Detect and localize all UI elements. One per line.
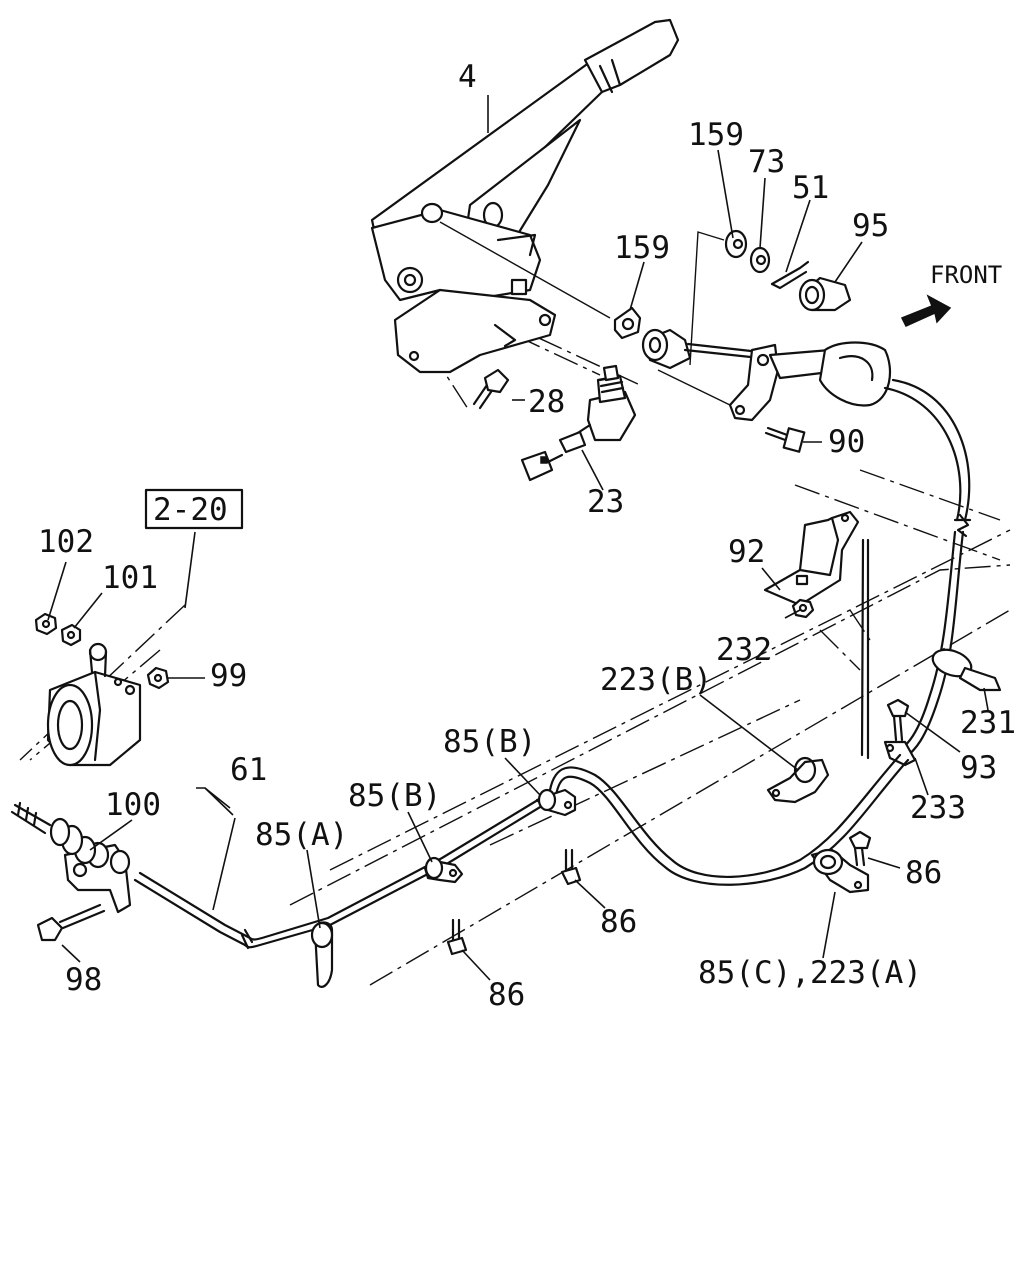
bolt-98 [36,903,106,942]
washer-73 [749,246,771,274]
label-ref-2-20: 2-20 [153,492,228,528]
label-86-center: 86 [600,904,637,940]
label-99: 99 [210,658,247,694]
label-102: 102 [38,524,94,560]
label-85b-lower: 85(B) [348,778,441,814]
bolt-93 [886,698,910,742]
cable-61 [133,871,254,950]
label-93: 93 [960,750,997,786]
rear-brake-cable-right [883,378,972,760]
label-159-lower: 159 [614,230,670,266]
label-86-left: 86 [488,977,525,1013]
band-clamp-231 [931,648,1002,692]
equalizer-bracket [683,341,892,422]
clamp-223b [766,756,830,804]
label-231: 231 [960,705,1016,741]
label-98: 98 [65,962,102,998]
nut-232 [791,598,815,619]
bracket-92 [763,510,860,607]
bolt-28 [472,368,510,410]
nut-102 [34,612,58,636]
front-label: FRONT [930,261,1002,289]
cotter-pin-51 [770,260,810,290]
label-61: 61 [230,752,267,788]
label-23: 23 [587,484,624,520]
clip-233 [860,538,917,767]
label-85a: 85(A) [255,817,348,853]
front-direction-arrow [900,294,952,327]
label-85c-223a: 85(C),223(A) [698,955,922,991]
label-233: 233 [910,790,966,826]
washer-159-upper [724,229,748,259]
clamp-85c-223a [810,848,870,894]
label-100: 100 [105,787,161,823]
label-51: 51 [792,170,829,206]
pin-group-leader [689,231,725,366]
label-95: 95 [852,208,889,244]
clamp-85b-upper [535,788,577,817]
label-223b: 223(B) [600,662,712,698]
bolt-86-right [848,830,872,867]
nut-101 [60,623,82,647]
part-labels: 4 159 73 51 95 159 FRONT 28 90 23 2-20 1… [38,59,1016,1013]
rear-brake-actuator [46,642,142,767]
bolt-86-left [446,918,468,956]
label-90: 90 [828,424,865,460]
bushing-axis-line [657,369,731,406]
brake-switch-23 [520,364,637,482]
leader-lines [47,95,989,981]
clamp-85a [310,921,334,988]
cable-end-100 [10,801,132,914]
bolt-86-center [560,848,582,886]
label-73: 73 [748,144,785,180]
label-86-right: 86 [905,855,942,891]
clevis-pin-95 [798,276,852,312]
nut-99 [146,666,170,690]
label-101: 101 [102,560,158,596]
cable-bushing [641,328,692,370]
clamp-85b-lower [423,856,464,884]
label-232: 232 [716,632,772,668]
ref-box [144,488,244,530]
parking-brake-lever [370,18,680,374]
washer-159-lower [613,306,642,340]
bolt-90 [764,426,806,453]
label-159-upper: 159 [688,117,744,153]
label-4: 4 [458,59,477,95]
label-92: 92 [728,534,765,570]
pin-axis-line [439,221,611,319]
label-85b-upper: 85(B) [443,724,536,760]
label-28: 28 [528,384,565,420]
